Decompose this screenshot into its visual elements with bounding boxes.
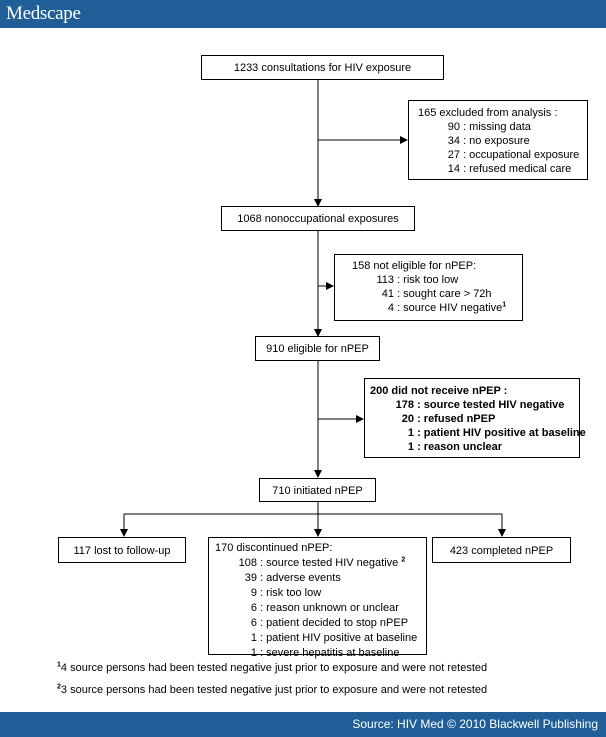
discontinued-title: 170 discontinued nPEP:	[215, 542, 333, 554]
flow-connectors	[120, 80, 506, 537]
excluded-title: 165 excluded from analysis :	[418, 107, 558, 119]
eligible-box: 910 eligible for nPEP	[255, 336, 380, 361]
not-eligible-title: 158 not eligible for nPEP:	[352, 260, 477, 272]
nonoccupational-text: 1068 nonoccupational exposures	[237, 213, 399, 225]
footnote-1: 14 source persons had been tested negati…	[57, 661, 488, 674]
footnote-2: 23 source persons had been tested negati…	[57, 683, 488, 696]
not-receive-item: 1 : patient HIV positive at baseline	[407, 427, 586, 439]
not-receive-title: 200 did not receive nPEP :	[370, 385, 508, 397]
not-receive-item: 1 : reason unclear	[407, 441, 503, 453]
excluded-box: 165 excluded from analysis : 90 : missin…	[408, 100, 588, 180]
not-eligible-box: 158 not eligible for nPEP: 113 : risk to…	[334, 254, 523, 321]
discontinued-item: 1 : severe hepatitis at baseline	[250, 647, 400, 659]
discontinued-item: 6 : patient decided to stop nPEP	[250, 617, 409, 629]
footnote-mark: 1	[57, 661, 61, 669]
consultations-text: 1233 consultations for HIV exposure	[233, 62, 412, 74]
excluded-item: 14 : refused medical care	[447, 163, 572, 175]
not-eligible-item: 113 : risk too low	[376, 274, 459, 286]
footnote-ref: 1	[502, 301, 507, 309]
footnote-text: 4 source persons had been tested negativ…	[60, 662, 488, 674]
lost-box: 117 lost to follow-up	[58, 537, 186, 563]
eligible-text: 910 eligible for nPEP	[266, 343, 369, 355]
nonoccupational-box: 1068 nonoccupational exposures	[221, 206, 415, 231]
completed-text: 423 completed nPEP	[449, 545, 554, 557]
completed-box: 423 completed nPEP	[432, 537, 571, 563]
not-receive-box: 200 did not receive nPEP : 178 : source …	[364, 378, 586, 458]
not-receive-item: 20 : refused nPEP	[401, 413, 496, 425]
not-eligible-item: 41 : sought care > 72h	[381, 288, 492, 300]
footnote-text: 3 source persons had been tested negativ…	[60, 684, 488, 696]
footnote-mark: 2	[57, 683, 61, 691]
excluded-item: 27 : occupational exposure	[447, 149, 580, 161]
excluded-item: 34 : no exposure	[447, 135, 530, 147]
footer-bar: Source: HIV Med © 2010 Blackwell Publish…	[0, 712, 606, 737]
footnote-ref: 2	[401, 556, 406, 564]
source-credit: Source: HIV Med © 2010 Blackwell Publish…	[352, 717, 598, 731]
discontinued-item: 1 : patient HIV positive at baseline	[250, 632, 418, 644]
medscape-logo[interactable]: Medscape	[6, 3, 81, 24]
discontinued-box: 170 discontinued nPEP: 108 : source test…	[208, 537, 427, 659]
not-eligible-item: 4 : source HIV negative1	[387, 301, 507, 314]
discontinued-item: 108 : source tested HIV negative 2	[238, 556, 406, 569]
discontinued-item: 39 : adverse events	[244, 572, 341, 584]
lost-text: 117 lost to follow-up	[73, 545, 171, 557]
header-bar: Medscape	[0, 0, 606, 28]
initiated-text: 710 initiated nPEP	[272, 485, 363, 497]
discontinued-item: 9 : risk too low	[250, 587, 322, 599]
excluded-item: 90 : missing data	[447, 121, 531, 133]
not-receive-item: 178 : source tested HIV negative	[395, 399, 565, 411]
consultations-box: 1233 consultations for HIV exposure	[201, 55, 444, 80]
initiated-box: 710 initiated nPEP	[259, 478, 376, 502]
discontinued-item: 6 : reason unknown or unclear	[250, 602, 399, 614]
